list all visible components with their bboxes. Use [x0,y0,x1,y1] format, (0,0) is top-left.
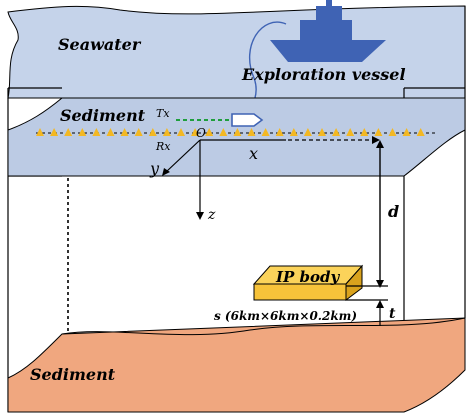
ip-body [252,264,364,301]
depth-arrow [376,140,384,288]
triangle-receiver-icon [374,128,383,136]
thickness-marker [346,285,388,326]
triangle-receiver-icon [120,128,129,136]
triangle-receiver-icon [219,128,228,136]
triangle-receiver-icon [205,128,214,136]
towed-source-icon [231,113,264,127]
triangle-receiver-icon [346,128,355,136]
triangle-receiver-icon [416,128,425,136]
thickness-label: t [389,306,396,322]
triangle-receiver-icon [78,128,87,136]
triangle-receiver-icon [106,128,115,136]
sediment-top-label: Sediment [60,106,146,125]
triangle-receiver-icon [261,128,270,136]
origin-label: O [196,126,206,140]
triangle-receiver-icon [50,128,59,136]
triangle-receiver-icon [402,128,411,136]
rx-label: Rx [155,140,171,153]
triangle-receiver-icon [134,128,143,136]
triangle-receiver-icon [318,128,326,136]
triangle-receiver-icon [148,128,157,136]
triangle-receiver-icon [303,128,312,136]
depth-label: d [388,202,399,221]
triangle-receiver-icon [289,128,298,136]
triangle-receiver-icon [64,128,73,136]
coordinate-axes [162,136,380,220]
triangle-receiver-icon [275,128,284,136]
triangle-receiver-icon [360,128,369,136]
tx-label: Tx [156,107,170,120]
axis-z-label: z [207,207,216,223]
triangle-receiver-icon [233,128,242,136]
size-label: s (6km×6km×0.2km) [214,309,357,323]
vessel-label: Exploration vessel [241,65,406,84]
triangle-receiver-icon [388,128,397,136]
triangle-receiver-icon [36,128,44,136]
axis-x-label: x [249,144,258,163]
seawater-label: Seawater [58,35,142,54]
sediment-layer-top [7,97,466,177]
receiver-array [36,128,436,136]
triangle-receiver-icon [332,128,341,136]
ip-body-label: IP body [275,268,340,286]
triangle-receiver-icon [247,128,256,136]
bottom-layer-top-face [61,317,466,336]
triangle-receiver-icon [177,128,185,136]
sediment-bottom-label: Sediment [30,365,116,384]
axis-y-label: y [149,159,160,178]
ship-icon [270,0,386,62]
triangle-receiver-icon [162,128,171,136]
triangle-receiver-icon [92,128,101,136]
triangle-receiver-icon [191,128,200,136]
